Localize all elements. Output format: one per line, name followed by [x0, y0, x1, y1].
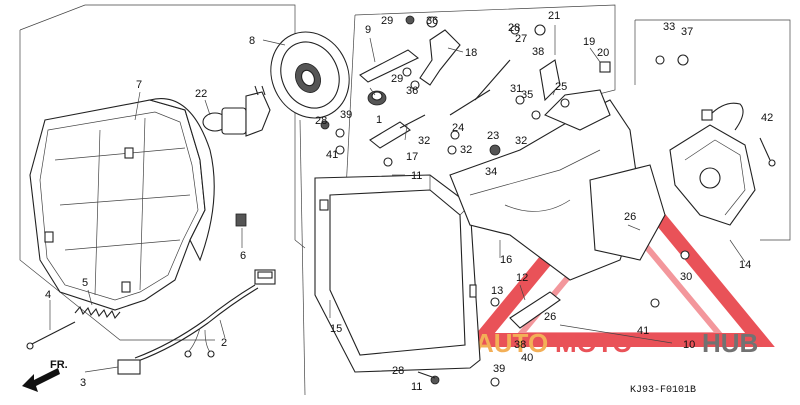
callout-24: 24 [452, 122, 464, 134]
callout-38a: 38 [532, 46, 544, 58]
connector [117, 359, 141, 375]
adjust-screw [26, 321, 76, 350]
headlight-motor [669, 102, 756, 226]
motor-group-outline [634, 19, 791, 241]
callout-38b: 38 [514, 339, 526, 351]
callout-36a: 36 [426, 15, 438, 27]
callout-35: 35 [521, 89, 533, 101]
headlight-bulb [202, 85, 271, 137]
watermark-text-auto: AUTO [475, 328, 548, 358]
callout-12: 12 [516, 272, 528, 284]
adjust-bolt-assembly [369, 114, 426, 167]
headlight-case [314, 174, 481, 373]
bulb-cover [270, 31, 350, 119]
callout-42: 42 [761, 112, 773, 124]
callout-17: 17 [406, 151, 418, 163]
callout-4: 4 [45, 289, 51, 301]
callout-37: 37 [681, 26, 693, 38]
callout-28c: 28 [392, 365, 404, 377]
callout-2: 2 [221, 337, 227, 349]
adjuster-arm [419, 29, 561, 116]
callout-22: 22 [195, 88, 207, 100]
callout-34: 34 [485, 166, 497, 178]
rubber-boot [367, 90, 387, 106]
callout-11a: 11 [411, 170, 422, 182]
callout-29a: 29 [381, 15, 393, 27]
link-plate [359, 49, 420, 83]
callout-32c: 32 [515, 135, 527, 147]
callout-23: 23 [487, 130, 499, 142]
link-bar [509, 291, 561, 329]
callout-9: 9 [365, 24, 371, 36]
callout-13: 13 [491, 285, 503, 297]
clip-part [235, 213, 247, 227]
callout-28a: 28 [315, 115, 327, 127]
callout-14: 14 [739, 259, 751, 271]
callout-39b: 39 [493, 363, 505, 375]
watermark-text-moto: MOTO [555, 328, 633, 358]
callout-25: 25 [555, 81, 567, 93]
callout-1: 1 [376, 114, 382, 126]
callout-19: 19 [583, 36, 595, 48]
callout-26b: 26 [544, 311, 556, 323]
small-hardware [320, 15, 776, 387]
callout-18: 18 [465, 47, 477, 59]
front-direction-label: FR. [50, 359, 68, 371]
leader-lines [49, 25, 746, 373]
callout-36b: 36 [406, 85, 418, 97]
callout-28b: 28 [508, 22, 520, 34]
callout-15: 15 [330, 323, 342, 335]
callout-3: 3 [80, 377, 86, 389]
callout-11b: 11 [411, 381, 422, 393]
adjust-spring [74, 305, 121, 320]
callout-8: 8 [249, 35, 255, 47]
callout-6: 6 [240, 250, 246, 262]
callout-5: 5 [82, 277, 88, 289]
callout-33: 33 [663, 21, 675, 33]
callout-32a: 32 [418, 135, 430, 147]
callout-20: 20 [597, 47, 609, 59]
callout-26a: 26 [624, 211, 636, 223]
callout-41a: 41 [326, 149, 338, 161]
headlight-group-outline [19, 4, 306, 341]
callout-labels: 7 8 22 6 5 4 2 3 9 29 36 18 29 36 1 28 3… [45, 10, 773, 396]
callout-31: 31 [510, 83, 522, 95]
callout-40: 40 [521, 352, 533, 364]
front-direction-arrow: FR. [22, 359, 68, 392]
callout-32b: 32 [460, 144, 472, 156]
headlight-unit [29, 98, 215, 311]
callout-7: 7 [136, 79, 142, 91]
callout-41b: 41 [637, 325, 649, 337]
watermark-text-hub: HUB [702, 328, 758, 358]
callout-16: 16 [500, 254, 512, 266]
wiring-harness [117, 269, 276, 375]
headlight-stay [449, 89, 666, 281]
callout-30: 30 [680, 271, 692, 283]
callout-27: 27 [515, 33, 527, 45]
callout-10: 10 [683, 339, 695, 351]
callout-29b: 29 [391, 73, 403, 85]
callout-21: 21 [548, 10, 560, 22]
callout-39a: 39 [340, 109, 352, 121]
diagram-code: KJ93-F0101B [630, 385, 696, 396]
